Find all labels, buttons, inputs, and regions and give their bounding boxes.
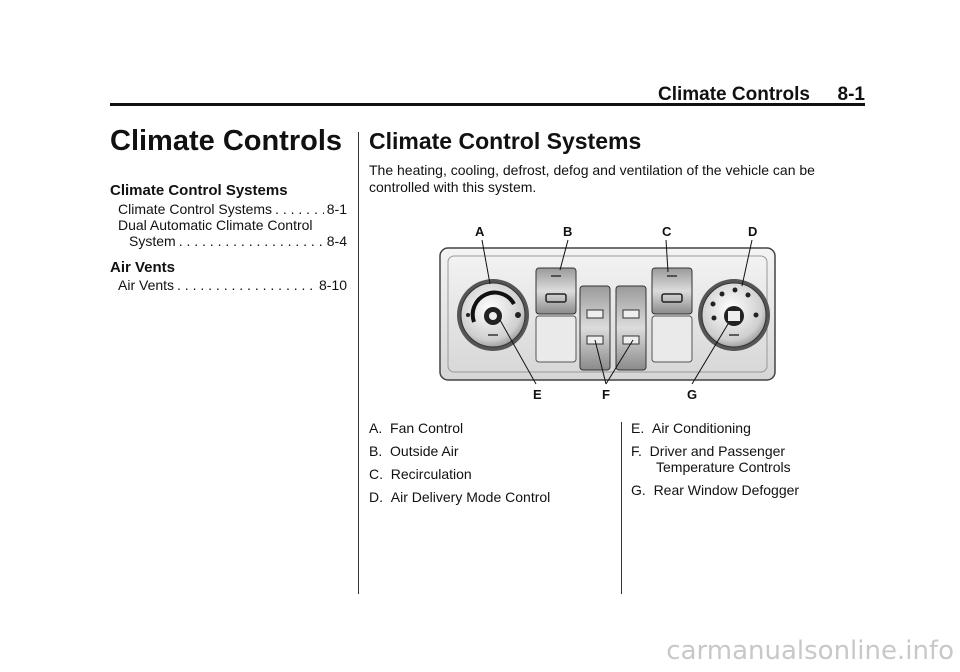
callout-f: F (602, 387, 610, 402)
legend-item-b: B. Outside Air (369, 443, 459, 459)
running-header-title: Climate Controls (657, 84, 810, 105)
callout-a: A (475, 224, 485, 239)
toc-leader-dots (179, 233, 324, 249)
legend-text: Rear Window Defogger (653, 482, 800, 498)
temperature-controls (579, 285, 647, 371)
header-rule (110, 103, 865, 106)
chapter-title: Climate Controls (110, 125, 343, 157)
callout-lines (481, 239, 753, 385)
toc-leader-dots (177, 277, 316, 293)
legend-item-d: D. Air Delivery Mode Control (369, 489, 550, 505)
legend-text: Air Conditioning (652, 420, 751, 436)
legend-text: Outside Air (390, 443, 459, 459)
toc-entry-dual-automatic[interactable]: System 8-4 (129, 233, 347, 249)
callout-g: G (687, 387, 698, 402)
legend-key: B. (369, 443, 383, 459)
legend-item-a: A. Fan Control (369, 420, 463, 436)
toc-entry-label: Air Vents (118, 277, 175, 293)
column-divider (358, 132, 359, 594)
legend-key: E. (631, 420, 645, 436)
running-header-page: 8-1 (837, 84, 865, 105)
recirculation-button (651, 267, 693, 363)
legend-item-c: C. Recirculation (369, 466, 472, 482)
legend-text: Air Delivery Mode Control (390, 489, 551, 505)
legend-item-f-line2: Temperature Controls (656, 459, 791, 475)
callout-d: D (748, 224, 758, 239)
legend-text: Recirculation (390, 466, 472, 482)
legend-divider (621, 422, 622, 594)
site-watermark: carmanualsonline.info (666, 636, 954, 666)
air-delivery-mode-knob (698, 279, 770, 351)
toc-entry-air-vents[interactable]: Air Vents 8-10 (118, 277, 347, 293)
toc-entry-climate-systems[interactable]: Climate Control Systems 8-1 (118, 201, 347, 217)
toc-entry-label: System (129, 233, 176, 249)
callout-b: B (563, 224, 573, 239)
toc-entry-label: Climate Control Systems (118, 201, 273, 217)
callout-e: E (533, 387, 542, 402)
legend-text: Fan Control (390, 420, 464, 436)
section-title: Climate Control Systems (369, 128, 642, 154)
outside-air-button (535, 267, 577, 363)
legend-text: Driver and Passenger (649, 443, 786, 459)
legend-key: C. (369, 466, 383, 482)
legend-item-g: G. Rear Window Defogger (631, 482, 799, 498)
legend-key: A. (369, 420, 383, 436)
fan-control-knob (457, 279, 529, 351)
toc-leader-dots (275, 201, 324, 217)
toc-heading-climate: Climate Control Systems (110, 182, 288, 199)
legend-key: D. (369, 489, 383, 505)
intro-paragraph: The heating, cooling, defrost, defog and… (369, 162, 815, 195)
toc-entry-dual-line1[interactable]: Dual Automatic Climate Control (118, 217, 313, 233)
toc-entry-page: 8-4 (326, 233, 347, 249)
legend-item-f: F. Driver and Passenger (631, 443, 785, 459)
legend-key: G. (631, 482, 646, 498)
legend-item-e: E. Air Conditioning (631, 420, 751, 436)
legend-key: F. (631, 443, 642, 459)
toc-heading-air-vents: Air Vents (110, 259, 176, 276)
climate-control-panel-figure (439, 239, 776, 385)
callout-c: C (662, 224, 672, 239)
toc-entry-page: 8-10 (318, 277, 347, 293)
toc-entry-page: 8-1 (326, 201, 347, 217)
